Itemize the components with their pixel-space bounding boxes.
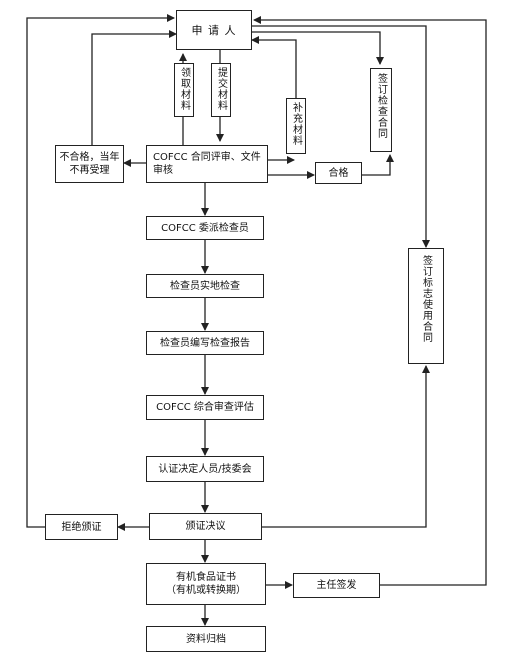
- supplement-materials-box: 补充材料: [286, 98, 306, 154]
- comprehensive-review-box: COFCC 综合审查评估: [146, 395, 264, 420]
- arrow-resolution-to-logo-contract: [262, 365, 430, 528]
- arrow-not-qualified-to-applicant: [91, 30, 177, 145]
- not-qualified-box: 不合格，当年不再受理: [55, 145, 124, 183]
- qualified-box: 合格: [315, 162, 362, 184]
- arrow-qualified-to-contract: [362, 154, 394, 176]
- refuse-certification-box: 拒绝颁证: [45, 514, 118, 540]
- arrow-director-to-applicant: [253, 16, 487, 586]
- sign-logo-contract-box: 签订标志使用合同: [408, 248, 444, 364]
- certification-decision-box: 认证决定人员/技委会: [146, 456, 264, 482]
- write-report-box: 检查员编写检查报告: [146, 331, 264, 355]
- submit-materials-box: 提交材料: [211, 63, 231, 117]
- arrow-supplement-to-applicant: [251, 36, 297, 98]
- archive-box: 资料归档: [146, 626, 266, 652]
- collect-materials-box: 领取材料: [174, 63, 194, 117]
- certification-resolution-box: 颁证决议: [149, 513, 262, 540]
- sign-inspection-contract-box: 签订检查合同: [370, 68, 392, 152]
- organic-certificate-box: 有机食品证书 （有机或转换期）: [146, 563, 266, 605]
- arrow-refuse-to-applicant: [26, 14, 175, 528]
- onsite-inspection-box: 检查员实地检查: [146, 274, 264, 298]
- arrow-applicant-to-contract: [252, 31, 384, 65]
- assign-inspector-box: COFCC 委派检查员: [146, 216, 264, 240]
- applicant-box: 申 请 人: [176, 10, 252, 50]
- contract-review-box: COFCC 合同评审、文件审核: [146, 145, 268, 183]
- arrow-applicant-to-logo-contract: [252, 25, 430, 248]
- director-sign-box: 主任签发: [293, 573, 380, 598]
